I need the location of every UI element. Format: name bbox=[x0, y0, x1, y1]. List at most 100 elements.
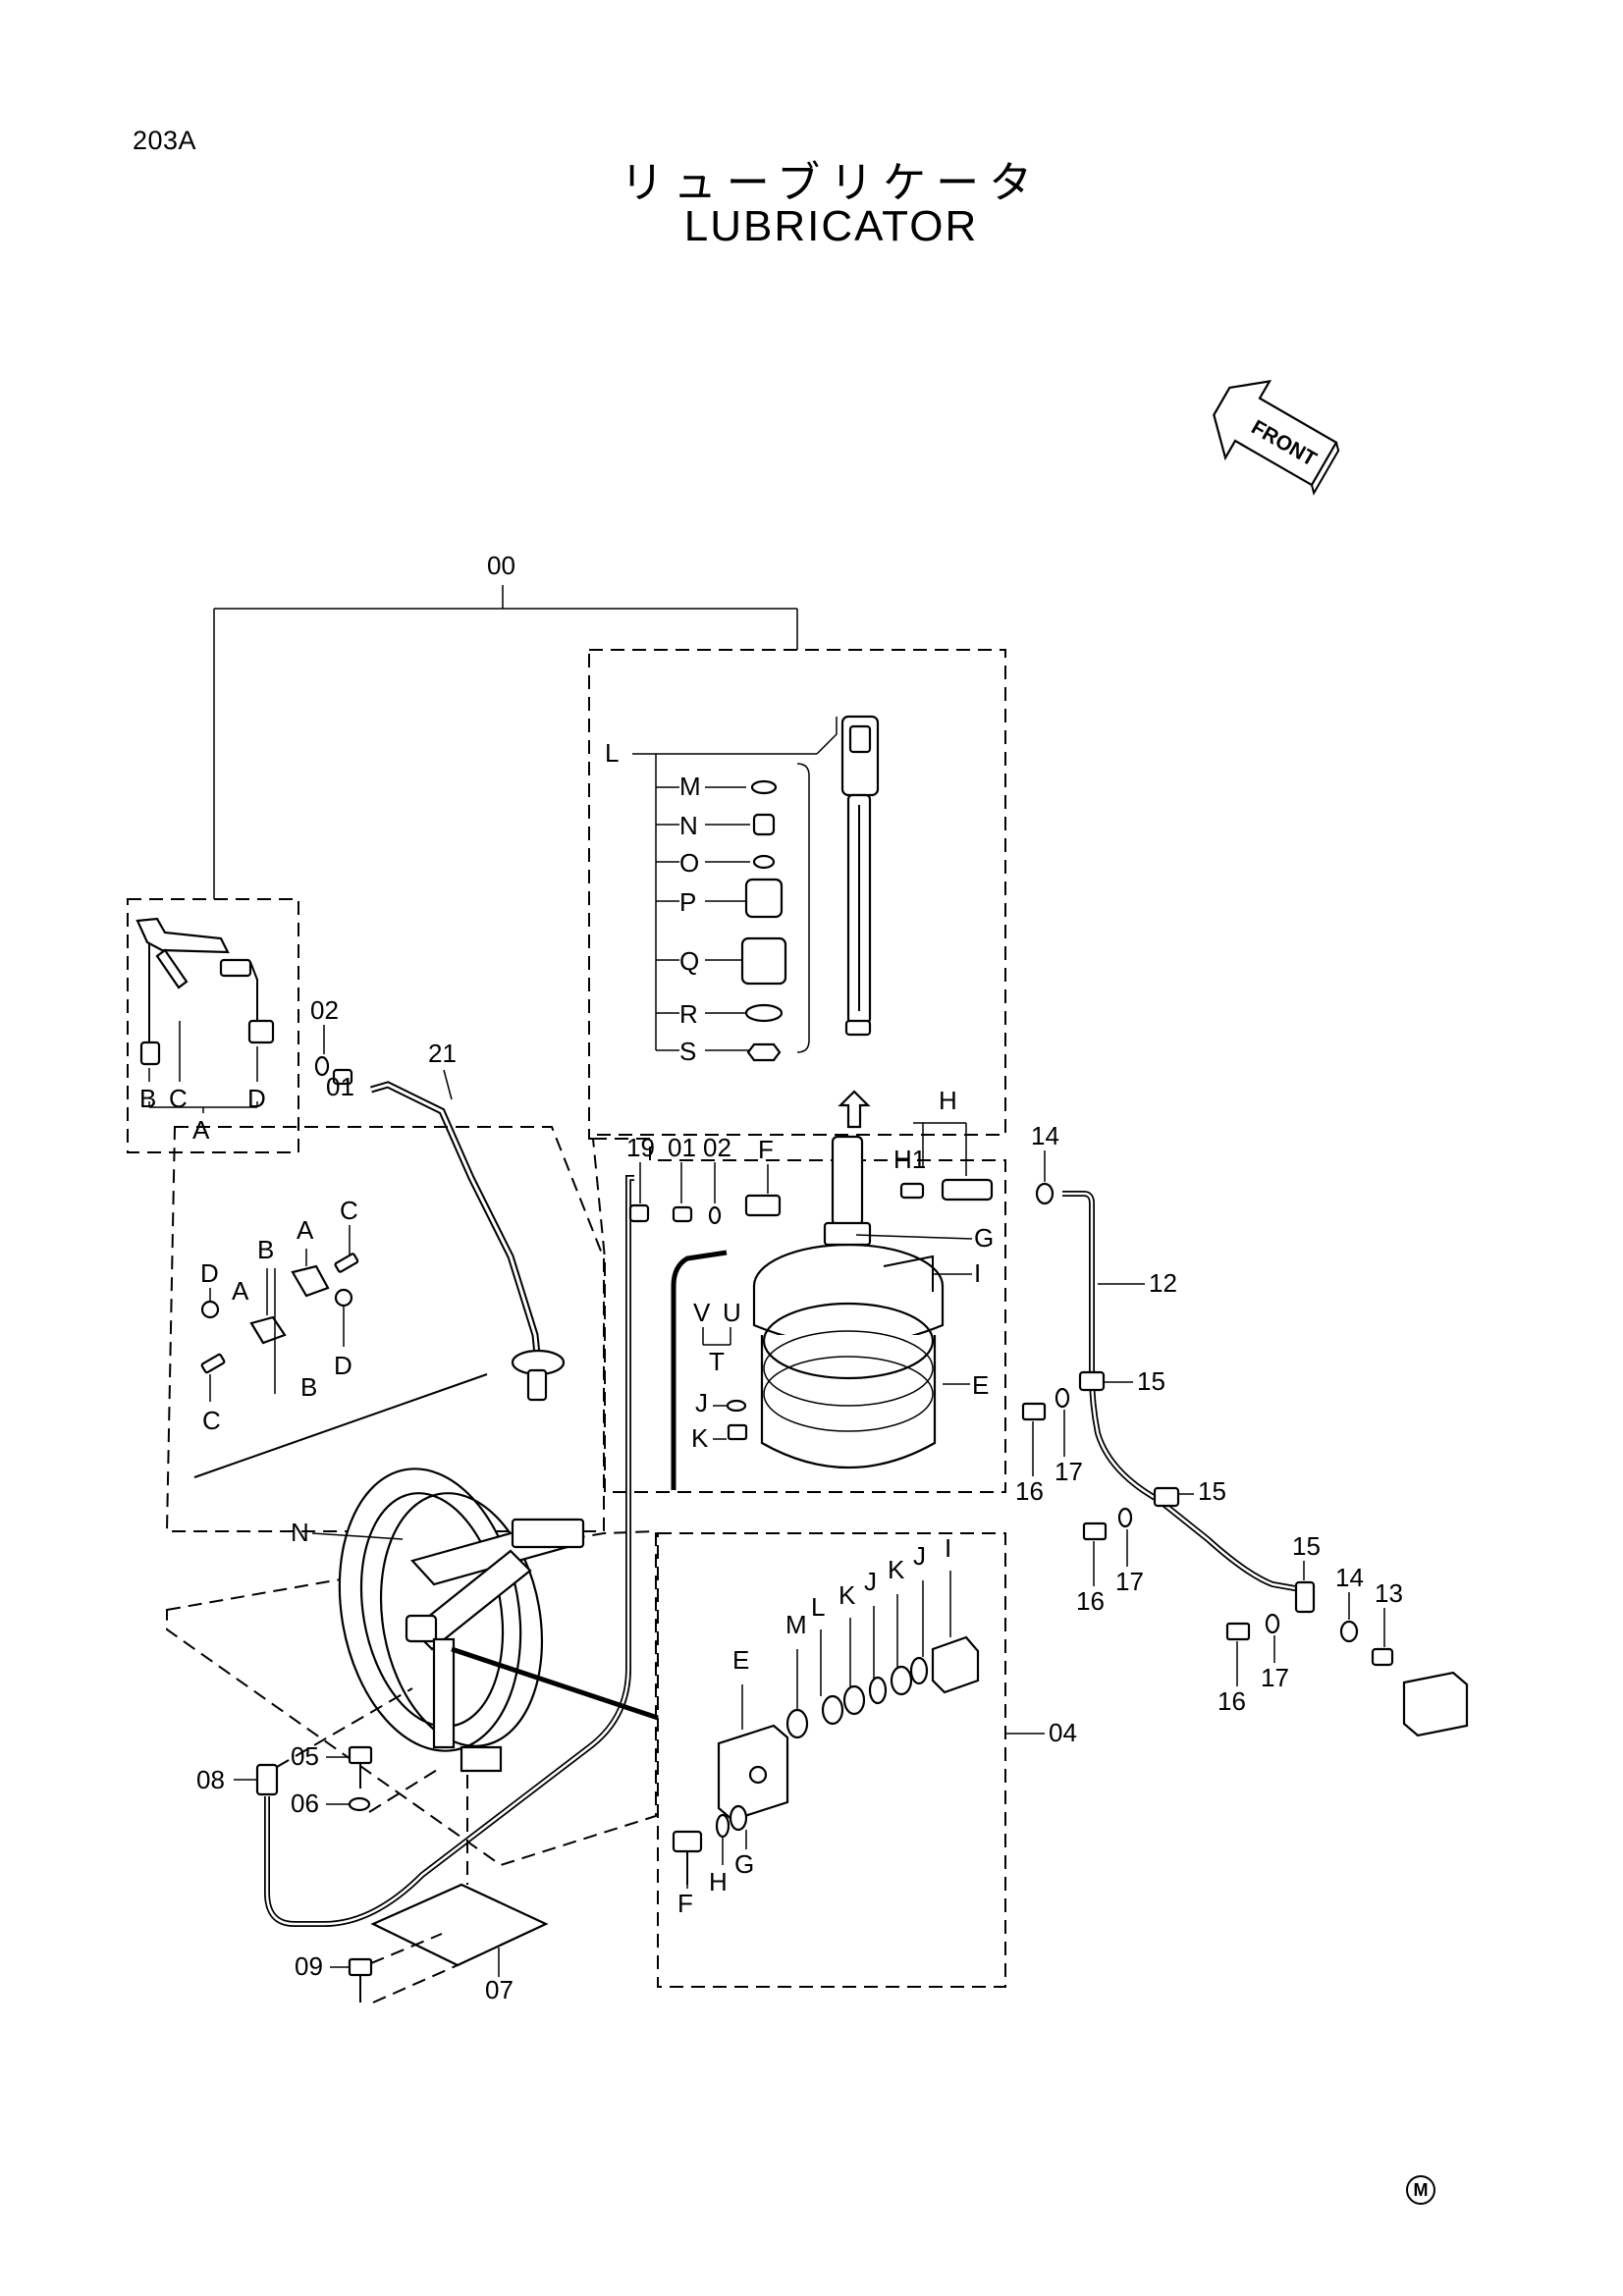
callout-17-c: 17 bbox=[1261, 1663, 1289, 1692]
title-japanese: リューブリケータ bbox=[620, 158, 1043, 208]
reel-label-n: N bbox=[291, 1518, 309, 1547]
tank-group-box bbox=[591, 1138, 1006, 1493]
bracket-label-i: I bbox=[945, 1533, 951, 1563]
callout-01-left: 01 bbox=[326, 1072, 354, 1101]
pump-label-l: L bbox=[605, 738, 619, 768]
bolt-09 bbox=[348, 1957, 373, 1977]
gun-label-d: D bbox=[247, 1084, 266, 1113]
callout-19: 19 bbox=[626, 1133, 655, 1162]
callout-14-right: 14 bbox=[1335, 1563, 1364, 1592]
washer-17-c bbox=[1265, 1613, 1280, 1634]
clamp-group-box bbox=[165, 1126, 605, 1532]
front-arrow-icon: FRONT bbox=[1213, 379, 1340, 496]
tank-label-v: V bbox=[693, 1298, 711, 1327]
fitting-08 bbox=[255, 1763, 279, 1796]
gun-leaders bbox=[148, 1021, 258, 1113]
callout-00: 00 bbox=[487, 551, 515, 580]
callout-16-b: 16 bbox=[1076, 1586, 1105, 1616]
callout-16-a: 16 bbox=[1015, 1476, 1044, 1506]
tank-washer-j bbox=[726, 1399, 747, 1413]
grease-gun-icon bbox=[135, 917, 275, 1066]
callout-15-a: 15 bbox=[1137, 1366, 1165, 1396]
tank-label-f: F bbox=[758, 1135, 774, 1164]
callout-12: 12 bbox=[1149, 1268, 1177, 1298]
fitting-01 bbox=[332, 1068, 353, 1086]
bolt-16-c bbox=[1225, 1622, 1251, 1641]
tank-fitting-f bbox=[744, 1194, 782, 1217]
callout-15-c: 15 bbox=[1292, 1531, 1321, 1561]
tank-label-j: J bbox=[695, 1388, 708, 1417]
clamp-label-d-left: D bbox=[200, 1258, 219, 1288]
grease-gun-group-box bbox=[127, 898, 299, 1153]
tank-label-i: I bbox=[974, 1258, 981, 1288]
clamp-parts-icon bbox=[200, 1253, 359, 1374]
clamp-leaders bbox=[209, 1225, 351, 1402]
tank-fitting-h1 bbox=[899, 1182, 925, 1200]
bracket-label-f: F bbox=[677, 1889, 693, 1918]
target-block bbox=[1402, 1671, 1469, 1737]
tank-label-u: U bbox=[723, 1298, 741, 1327]
callout-09: 09 bbox=[295, 1951, 323, 1981]
bracket-parts-icon bbox=[672, 1635, 980, 1885]
pump-parts-icon bbox=[740, 779, 787, 1062]
callout-04: 04 bbox=[1049, 1718, 1077, 1747]
bracket-label-m: M bbox=[785, 1610, 807, 1639]
pump-label-q: Q bbox=[679, 946, 699, 976]
tank-label-e: E bbox=[972, 1370, 989, 1400]
clamp-label-d-right: D bbox=[334, 1351, 352, 1380]
clamp-label-b-bottom: B bbox=[300, 1372, 317, 1402]
washer-17-a bbox=[1055, 1387, 1070, 1409]
pump-item-bracket bbox=[632, 717, 838, 1053]
tank-coupler-h bbox=[941, 1178, 994, 1201]
washer-17-b bbox=[1117, 1507, 1133, 1528]
clamp-label-b-top: B bbox=[257, 1235, 274, 1264]
bolt-16-a bbox=[1021, 1402, 1047, 1421]
clamp-label-c-bottom: C bbox=[202, 1406, 221, 1435]
clamp-label-c-top: C bbox=[340, 1196, 358, 1225]
fitting-01-top bbox=[672, 1205, 693, 1223]
callout-16-c: 16 bbox=[1217, 1686, 1246, 1716]
bracket-label-k1: K bbox=[839, 1580, 856, 1610]
pump-label-m: M bbox=[679, 772, 701, 801]
elbow-13 bbox=[1371, 1647, 1394, 1667]
callout-21: 21 bbox=[428, 1039, 457, 1068]
corner-mark: M bbox=[1406, 2175, 1435, 2205]
bracket-label-k2: K bbox=[888, 1555, 905, 1584]
clamp-label-a-left: A bbox=[232, 1276, 249, 1306]
callout-14-top: 14 bbox=[1031, 1121, 1059, 1150]
callout-02-top: 02 bbox=[703, 1133, 731, 1162]
callout-02-left: 02 bbox=[310, 995, 339, 1025]
tank-label-h1: H1 bbox=[893, 1145, 926, 1174]
gun-label-a: A bbox=[192, 1115, 210, 1145]
washer-06 bbox=[348, 1796, 371, 1812]
clamp-label-a-top: A bbox=[297, 1215, 314, 1245]
callout-06: 06 bbox=[291, 1789, 319, 1818]
bolt-16-b bbox=[1082, 1522, 1108, 1541]
tank-bolt-k bbox=[727, 1423, 748, 1441]
callout-07: 07 bbox=[485, 1975, 514, 2004]
tee-15-a bbox=[1078, 1370, 1106, 1392]
pump-label-o: O bbox=[679, 848, 699, 878]
tank-label-k: K bbox=[691, 1423, 709, 1453]
base-plate-07 bbox=[370, 1883, 549, 1967]
elbow-19 bbox=[628, 1203, 650, 1223]
callout-15-b: 15 bbox=[1198, 1476, 1226, 1506]
gun-label-c: C bbox=[169, 1084, 188, 1113]
hose-reel-icon bbox=[338, 1349, 585, 1773]
callout-17-b: 17 bbox=[1115, 1567, 1144, 1596]
pump-label-r: R bbox=[679, 999, 698, 1029]
page-id: 203A bbox=[133, 126, 197, 155]
gun-label-b: B bbox=[139, 1084, 156, 1113]
washer-02-top bbox=[708, 1205, 722, 1225]
tank-icon bbox=[752, 1135, 945, 1469]
clip-14-top bbox=[1035, 1182, 1055, 1205]
callout-05: 05 bbox=[291, 1741, 319, 1771]
bracket-group-box bbox=[657, 1532, 1006, 1988]
title-english: LUBRICATOR bbox=[683, 202, 979, 250]
callout-08: 08 bbox=[196, 1765, 225, 1794]
tank-label-t: T bbox=[709, 1347, 725, 1376]
pump-label-n: N bbox=[679, 811, 698, 840]
tee-15-b bbox=[1153, 1486, 1180, 1508]
bolt-05 bbox=[348, 1745, 373, 1765]
pump-label-p: P bbox=[679, 887, 696, 917]
